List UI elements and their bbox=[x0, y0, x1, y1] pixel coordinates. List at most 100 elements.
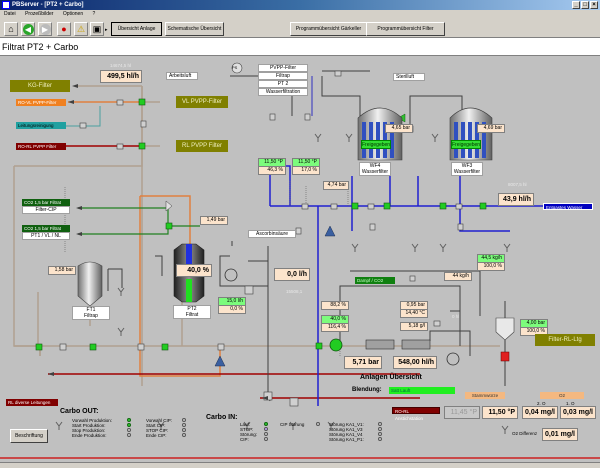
carbo-out-title: Carbo OUT: bbox=[60, 408, 99, 415]
vl-pvpp-filter-label[interactable]: VL PVPP-Filter bbox=[176, 96, 228, 108]
main-flow-total: 14674,5 hl bbox=[110, 63, 132, 68]
carbo-out-label: Vorwahl CIP: bbox=[146, 418, 173, 423]
status-led bbox=[378, 437, 382, 441]
selection-item[interactable]: PVPP-Filter bbox=[258, 64, 308, 72]
anlagen-uebersicht-title: Anlagen Übersicht bbox=[360, 374, 422, 381]
carbo-in-row: Störung KA1_V4 bbox=[329, 432, 389, 437]
status-led bbox=[378, 427, 382, 431]
carbo-out-row: Stop Produktion: bbox=[72, 428, 134, 433]
status-led bbox=[182, 428, 186, 432]
minimize-button[interactable]: _ bbox=[572, 1, 580, 9]
pressure-switch-icon: PS bbox=[232, 65, 238, 70]
o2-channel-1: 1. O bbox=[566, 401, 575, 406]
dropdown-arrow-icon[interactable]: ▸ bbox=[105, 27, 108, 33]
programmuebersicht-filter-button[interactable]: Programmübersicht Filter bbox=[366, 22, 445, 36]
menu-optionen[interactable]: Optionen bbox=[62, 11, 84, 17]
menu-help[interactable]: ? bbox=[92, 11, 96, 17]
dosing-pct: 0,0 % bbox=[218, 305, 246, 314]
selection-list: PVPP-Filter Filtrap PT 2 Wasserfiltratio… bbox=[258, 64, 308, 96]
carbo-in-row: Störung KA1_V3 bbox=[329, 427, 389, 432]
ro-vl-pvpp-label[interactable]: RO-VL PVPP-Filter bbox=[16, 99, 66, 106]
back-icon[interactable]: ◀ bbox=[21, 22, 35, 36]
menu-datei[interactable]: Datei bbox=[4, 11, 16, 17]
status-led bbox=[127, 423, 131, 427]
carbo-in-left: Lauf: STOP: Störung: CIP: bbox=[240, 422, 270, 442]
beschriftung-button[interactable]: Beschriftung bbox=[10, 429, 48, 443]
main-flow-rate: 499,5 hl/h bbox=[100, 70, 142, 83]
carbo-out-right: Vorwahl CIP: Start CIP: STOP CIP: Ende C… bbox=[146, 418, 188, 438]
leitungsreinigung-label[interactable]: Leitungsreinigung bbox=[16, 122, 66, 129]
o2-channel-2-value: 0,04 mg/l bbox=[522, 406, 558, 419]
status-led bbox=[264, 422, 268, 426]
rl-pvpp-filter-label[interactable]: RL PVPP Filter bbox=[176, 140, 228, 152]
alarm-ack-icon[interactable]: ● bbox=[57, 22, 71, 36]
carbo-out-row: Vorwahl Produktion: bbox=[72, 418, 134, 423]
filter-rl-ltg-label[interactable]: Filter-RL-Ltg bbox=[535, 334, 595, 346]
carbo-in-right: Störung KA1_V1: Störung KA1_V3 Störung K… bbox=[329, 422, 389, 442]
blendung-label: Blendung: bbox=[352, 387, 382, 393]
close-button[interactable]: × bbox=[590, 1, 598, 9]
warning-icon[interactable]: ⚠ bbox=[74, 22, 88, 36]
carbo-out-label: Stop Produktion: bbox=[72, 428, 106, 433]
status-led bbox=[127, 418, 131, 422]
wf4-desc: Wasserfilter bbox=[361, 169, 389, 175]
carbo-in-row: STOP: bbox=[240, 427, 270, 432]
sterilluft-label: Sterilluft bbox=[393, 73, 425, 81]
carbo-in-label: Störung KA1_V3 bbox=[329, 427, 363, 432]
selection-item[interactable]: PT 2 bbox=[258, 80, 308, 88]
schematische-uebersicht-button[interactable]: Schematische Übersicht bbox=[165, 22, 224, 36]
uebersicht-anlage-button[interactable]: Übersicht Anlage bbox=[111, 22, 162, 36]
o2-header: O2 bbox=[540, 392, 584, 399]
status-led bbox=[378, 422, 382, 426]
carbo-in-label: Störung KA1_P1: bbox=[329, 437, 364, 442]
carbo-in-row: CIP: bbox=[240, 437, 270, 442]
status-led bbox=[127, 433, 131, 437]
ro-rl-anstichstation-label[interactable]: RO-RL Anstichstation bbox=[392, 407, 440, 421]
ro-rl-pvpp-label[interactable]: RO-RL PVPP Filter bbox=[16, 143, 66, 150]
steam-pct: 100,0 % bbox=[477, 262, 505, 271]
forward-icon[interactable]: ▶ bbox=[38, 22, 52, 36]
o2-difference-label: O2 Differenz bbox=[512, 431, 538, 436]
carbo-value-1: 88,2 % bbox=[321, 301, 349, 310]
wf3-desc: Wasserfilter bbox=[453, 169, 481, 175]
ascorbin-flow-rate: 0,0 l/h bbox=[274, 268, 310, 281]
wf3-name: WF3 bbox=[461, 163, 473, 169]
o2-difference-value: 0,01 mg/l bbox=[542, 428, 578, 441]
rl-diverse-label[interactable]: RL diverse Leitungen bbox=[6, 399, 58, 406]
carbo-out-row: Ende CIP: bbox=[146, 433, 188, 438]
page-title: Filtrat PT2 + Carbo bbox=[0, 38, 600, 56]
wf3-status-badge: Freigegeben bbox=[451, 140, 481, 149]
status-led bbox=[264, 437, 268, 441]
home-icon[interactable]: ⌂ bbox=[4, 22, 18, 36]
menu-prozessbilder[interactable]: Prozeßbilder bbox=[25, 11, 54, 17]
kg-filter-label[interactable]: KG-Filter bbox=[10, 80, 70, 92]
entgastes-wasser-label[interactable]: Entgastes Wasser bbox=[543, 203, 593, 210]
carbo-in-row: Störung KA1_P1: bbox=[329, 437, 389, 442]
carbo-co2-content: 5,18 g/l bbox=[400, 322, 428, 331]
process-diagram: KG-Filter RO-VL PVPP-Filter Leitungsrein… bbox=[0, 56, 600, 462]
pt2-name: PT2 bbox=[187, 306, 197, 312]
dampf-co2-label[interactable]: Dampf / CO2 bbox=[355, 277, 395, 284]
print-icon[interactable]: ▣ bbox=[90, 22, 104, 36]
app-icon bbox=[2, 1, 10, 9]
arbeitsluft-label: Arbeitsluft bbox=[166, 72, 198, 80]
selection-item[interactable]: Filtrap bbox=[258, 72, 308, 80]
selection-item[interactable]: Wasserfiltration bbox=[258, 88, 308, 96]
co2-filter-cip-sub[interactable]: Filter-CIP bbox=[22, 206, 70, 214]
status-led bbox=[182, 433, 186, 437]
carbo-in-label: Störung KA1_V1: bbox=[329, 422, 364, 427]
pt2-level: 40,0 % bbox=[176, 264, 212, 277]
carbo-in-row: Störung: bbox=[240, 432, 270, 437]
status-led bbox=[264, 432, 268, 436]
co2-pt1-sub[interactable]: PT1 / VL / NL bbox=[22, 232, 70, 240]
carbo-in-label: Störung KA1_V4 bbox=[329, 432, 363, 437]
maximize-button[interactable]: □ bbox=[581, 1, 589, 9]
carbo-ghost-total: 0 hl bbox=[452, 314, 460, 319]
pipework bbox=[0, 62, 600, 459]
programmuebersicht-gaerkeller-button[interactable]: Programmübersicht Gärkeller bbox=[290, 22, 367, 36]
blendung-value: Satt Lauft bbox=[389, 387, 455, 394]
status-led bbox=[264, 427, 268, 431]
carbo-out-row: Ende Produktion: bbox=[72, 433, 134, 438]
